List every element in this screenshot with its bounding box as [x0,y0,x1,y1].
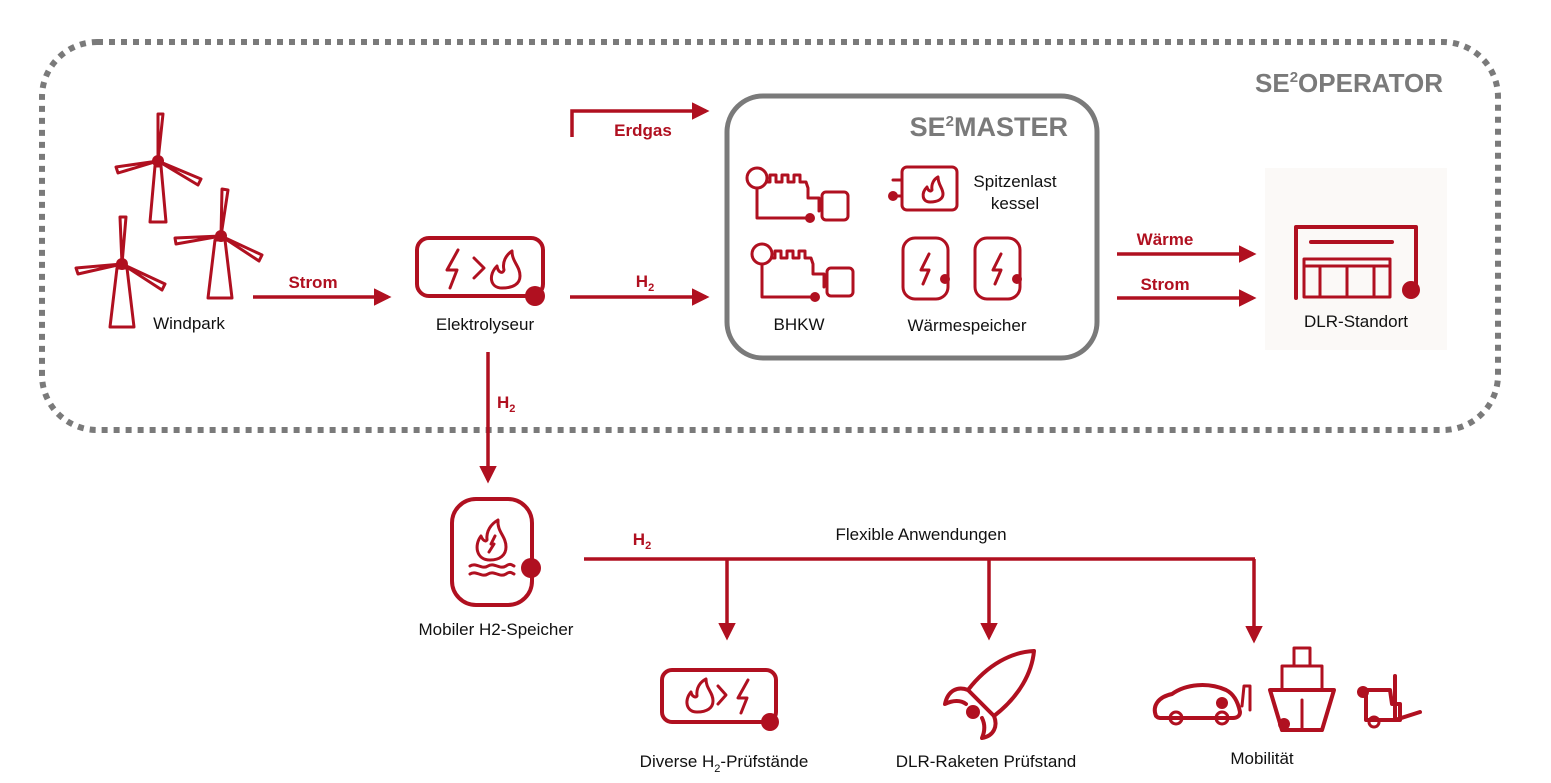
forklift-icon [1357,674,1422,729]
boiler-icon [888,165,959,212]
heat-storage-icon [973,236,1022,301]
mobiler-speicher-label: Mobiler H2-Speicher [419,620,574,639]
electrolyzer-icon [415,236,545,306]
pruefstaende-label: Diverse H2-Prüfstände [640,752,809,775]
h2-master-label: H2 [636,272,654,294]
hydrogen-tank-icon [450,497,541,607]
bhkw-label: BHKW [774,315,825,334]
heat-storage-icon [901,236,950,301]
windpark-label: Windpark [153,314,225,333]
elektrolyseur-label: Elektrolyseur [436,315,535,334]
building-icon [1294,225,1420,300]
master-title: SE2MASTER [910,112,1068,142]
h2-down-label: H2 [497,393,515,415]
wind-turbine-icon [114,112,203,224]
operator-title: SE2OPERATOR [1255,68,1443,98]
master-frame [724,93,1100,361]
strom-wind-label: Strom [288,273,337,292]
operator-frame [39,39,1501,433]
spitzenlast-label-2: kessel [991,194,1039,213]
mobilitaet-label: Mobilität [1230,749,1294,768]
ship-icon [1268,646,1336,732]
strom-dlr-label: Strom [1140,275,1189,294]
car-icon [1152,683,1252,726]
waerme-label: Wärme [1137,230,1194,249]
fuel-cell-icon [660,668,779,731]
rocket-icon [943,649,1036,740]
bhkw-icon [745,166,850,223]
spitzenlast-label-1: Spitzenlast [973,172,1056,191]
erdgas-arrow [570,102,710,137]
raketen-label: DLR-Raketen Prüfstand [896,752,1076,771]
dlr-standort-label: DLR-Standort [1304,312,1408,331]
wind-turbine-icon [173,187,264,300]
bhkw-icon [750,242,855,302]
h2-flex-label: H2 [633,530,651,552]
waermespeicher-label: Wärmespeicher [907,316,1026,335]
erdgas-label: Erdgas [614,121,672,140]
wind-turbine-icon [74,215,167,329]
flexible-label: Flexible Anwendungen [835,525,1006,544]
